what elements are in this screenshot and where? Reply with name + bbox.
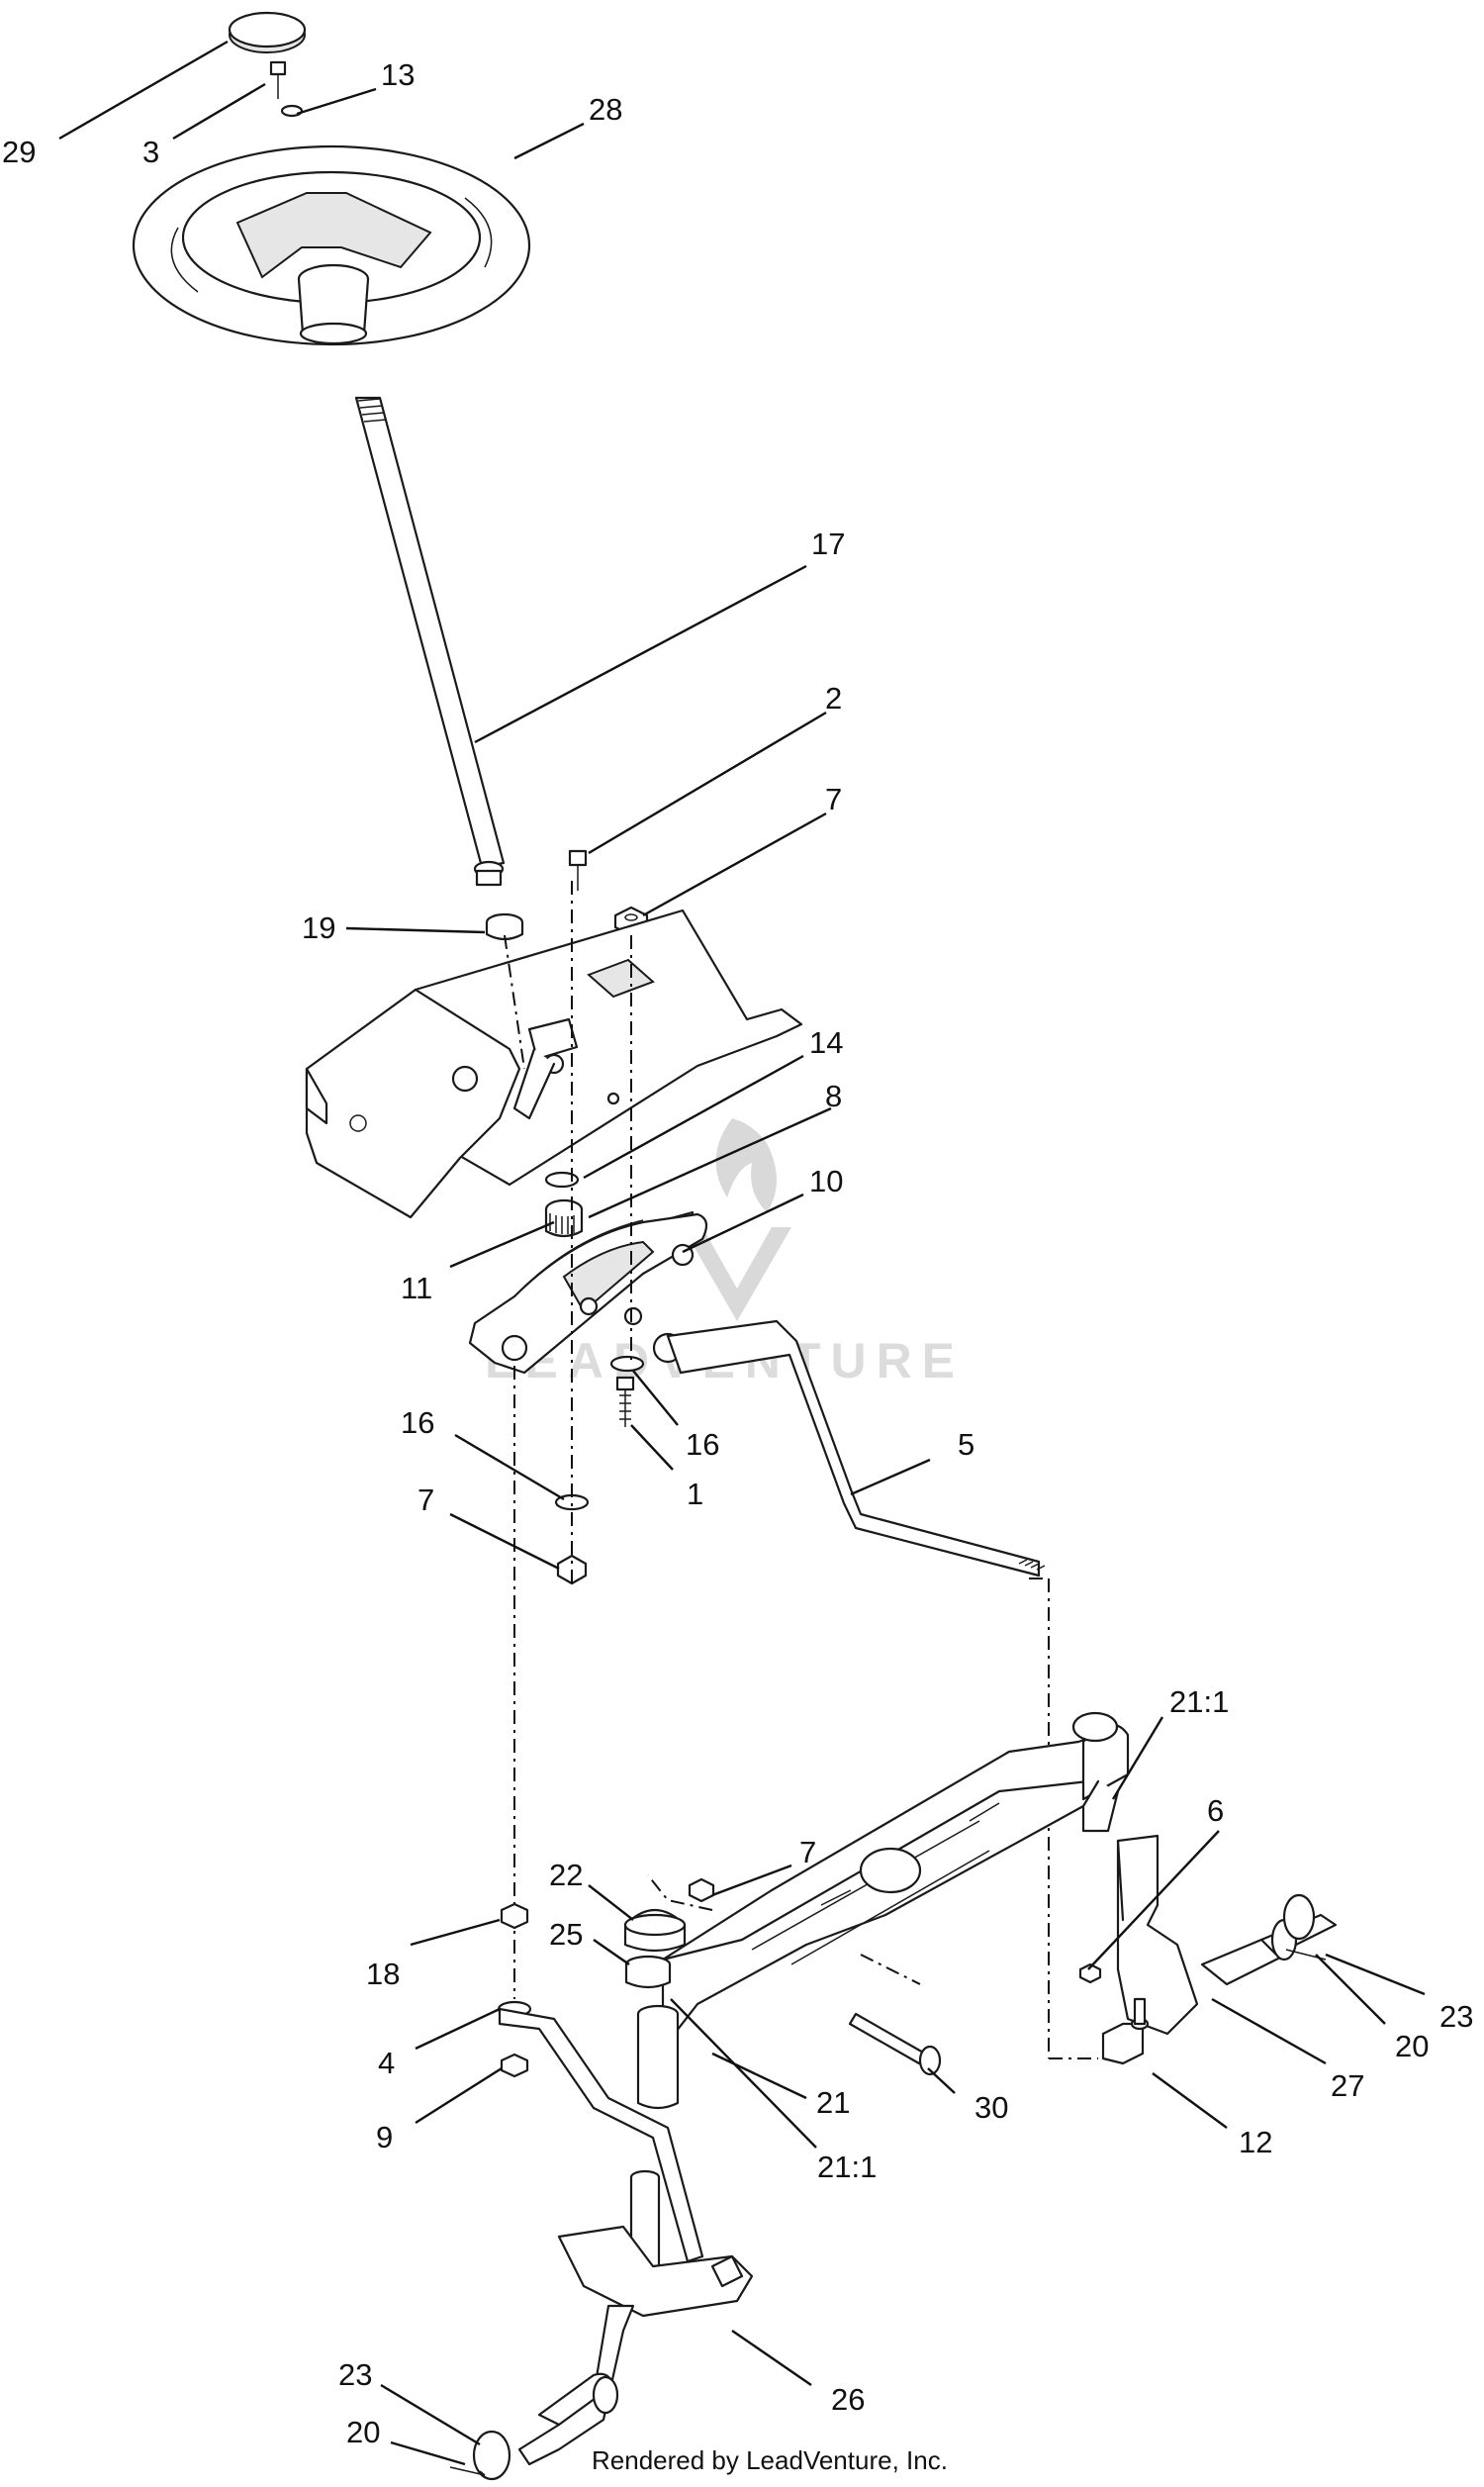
right-wheel-washer — [1282, 1893, 1316, 1941]
steering-shaft — [354, 396, 506, 887]
axle-spacer — [623, 1909, 687, 1953]
drag-link — [652, 1319, 1046, 1578]
bracket-bolt — [568, 849, 588, 891]
callout-16-right: 16 — [686, 1427, 719, 1462]
left-cotter-pin — [449, 2466, 486, 2476]
sector-gear — [468, 1210, 708, 1375]
steering-wheel — [132, 144, 531, 346]
callout-20-left: 20 — [346, 2415, 380, 2449]
callout-17: 17 — [811, 526, 845, 561]
callout-6: 6 — [1207, 1793, 1224, 1828]
callout-19: 19 — [302, 910, 335, 945]
tie-rod-end — [1101, 1997, 1150, 2065]
callout-20-right: 20 — [1395, 2029, 1429, 2063]
left-spindle-housing — [636, 2004, 680, 2110]
callout-25: 25 — [549, 1917, 583, 1952]
callout-16-left: 16 — [401, 1405, 434, 1440]
callout-23-right: 23 — [1439, 1999, 1473, 2034]
spindle-nut — [1078, 1962, 1102, 1984]
callout-12: 12 — [1239, 2125, 1272, 2159]
callout-29: 29 — [2, 135, 36, 169]
shaft-bushing — [485, 912, 524, 941]
callout-7-axle: 7 — [799, 1835, 816, 1869]
callout-22: 22 — [549, 1858, 583, 1892]
front-axle — [661, 1711, 1130, 2051]
callout-27: 27 — [1331, 2068, 1364, 2103]
sector-bolt — [615, 1376, 635, 1427]
pinion-washer — [544, 1171, 580, 1189]
callout-1: 1 — [687, 1477, 703, 1511]
left-wheel-washer — [472, 2430, 511, 2481]
callout-5: 5 — [958, 1427, 974, 1462]
watermark-logo — [683, 1118, 791, 1321]
axle-nut — [688, 1877, 715, 1903]
arm-bottom-nut — [500, 2053, 529, 2078]
callout-10: 10 — [809, 1164, 843, 1198]
callout-23-left: 23 — [338, 2357, 372, 2392]
render-credit: Rendered by LeadVenture, Inc. — [592, 2445, 948, 2475]
callout-9: 9 — [376, 2120, 393, 2154]
callout-21-1-left: 21:1 — [817, 2150, 877, 2184]
callout-labels: 29 3 13 28 17 2 7 19 14 8 10 11 16 16 1 … — [2, 57, 1473, 2449]
steering-bolt — [269, 60, 287, 99]
steering-wheel-cap — [228, 11, 307, 53]
pinion-gear — [544, 1198, 584, 1238]
callout-30: 30 — [974, 2090, 1008, 2125]
sector-washer — [609, 1355, 645, 1373]
callout-11: 11 — [401, 1271, 432, 1305]
callout-14: 14 — [809, 1025, 843, 1060]
right-spindle — [1116, 1834, 1338, 2036]
callout-2: 2 — [825, 681, 842, 716]
callout-3: 3 — [142, 135, 159, 169]
callout-18: 18 — [366, 1957, 400, 1991]
steering-mounting-bracket — [305, 909, 803, 1219]
axle-bushing — [624, 1955, 672, 1989]
callout-28: 28 — [589, 92, 622, 127]
callout-8: 8 — [825, 1079, 842, 1113]
callout-21-1-right: 21:1 — [1169, 1684, 1229, 1719]
callout-21: 21 — [816, 2085, 850, 2120]
callout-13: 13 — [381, 57, 415, 92]
left-spindle — [517, 2169, 754, 2466]
leader-lines — [58, 40, 1426, 2466]
callout-26: 26 — [831, 2382, 865, 2417]
axle-pivot-bolt — [848, 2012, 942, 2076]
arm-top-nut — [500, 1902, 529, 1930]
callout-7-nut-top: 7 — [825, 782, 842, 816]
callout-7-nut-lower: 7 — [417, 1483, 434, 1517]
callout-4: 4 — [378, 2046, 395, 2080]
